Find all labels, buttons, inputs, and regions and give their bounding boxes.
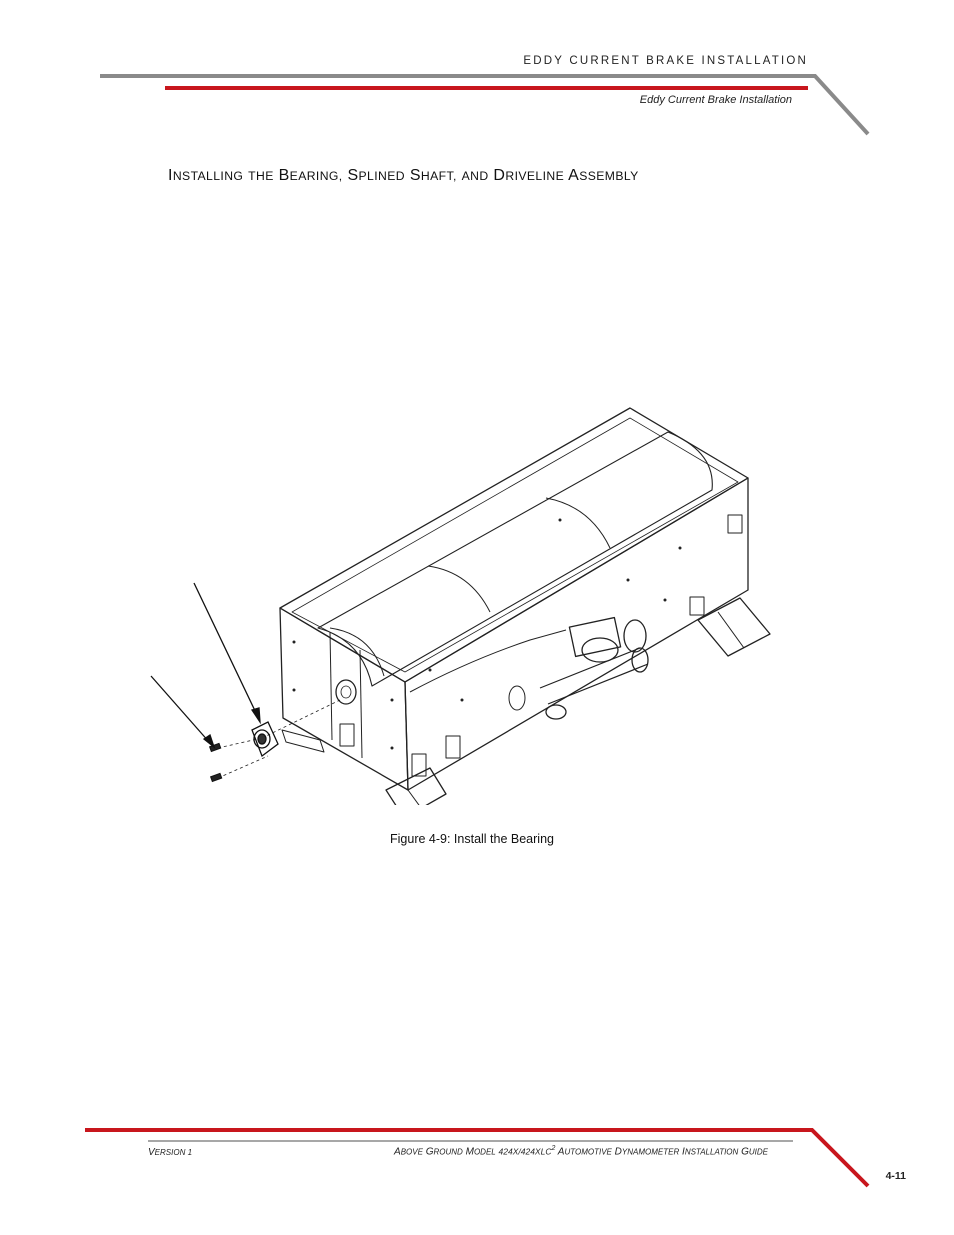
figure-caption: Figure 4-9: Install the Bearing xyxy=(390,832,554,846)
page-number: 4-11 xyxy=(885,1170,906,1182)
bearing-installation-figure xyxy=(150,407,771,805)
bolts xyxy=(208,742,223,783)
foot-right xyxy=(697,597,771,657)
frame-front-face xyxy=(404,477,749,791)
frame-top-inner xyxy=(291,417,739,673)
bearing xyxy=(251,721,279,758)
shaft-bore xyxy=(335,679,357,705)
page-heading: INSTALLING THE BEARING, SPLINED SHAFT, A… xyxy=(168,167,639,184)
frame-top xyxy=(279,407,749,683)
foot-left xyxy=(385,767,447,805)
footer-red-rule xyxy=(85,1128,870,1188)
chapter-title: EDDY CURRENT BRAKE INSTALLATION xyxy=(523,55,808,67)
header-gray-rule xyxy=(100,74,870,136)
section-title: Eddy Current Brake Installation xyxy=(639,94,792,106)
footer-version: VERSION 1 xyxy=(148,1147,193,1158)
valve-cluster xyxy=(568,616,622,658)
footer-guide-title: ABOVE GROUND MODEL 424X/424XLC2 AUTOMOTI… xyxy=(394,1145,768,1158)
drum xyxy=(317,431,713,687)
frame-end-face xyxy=(279,607,409,791)
